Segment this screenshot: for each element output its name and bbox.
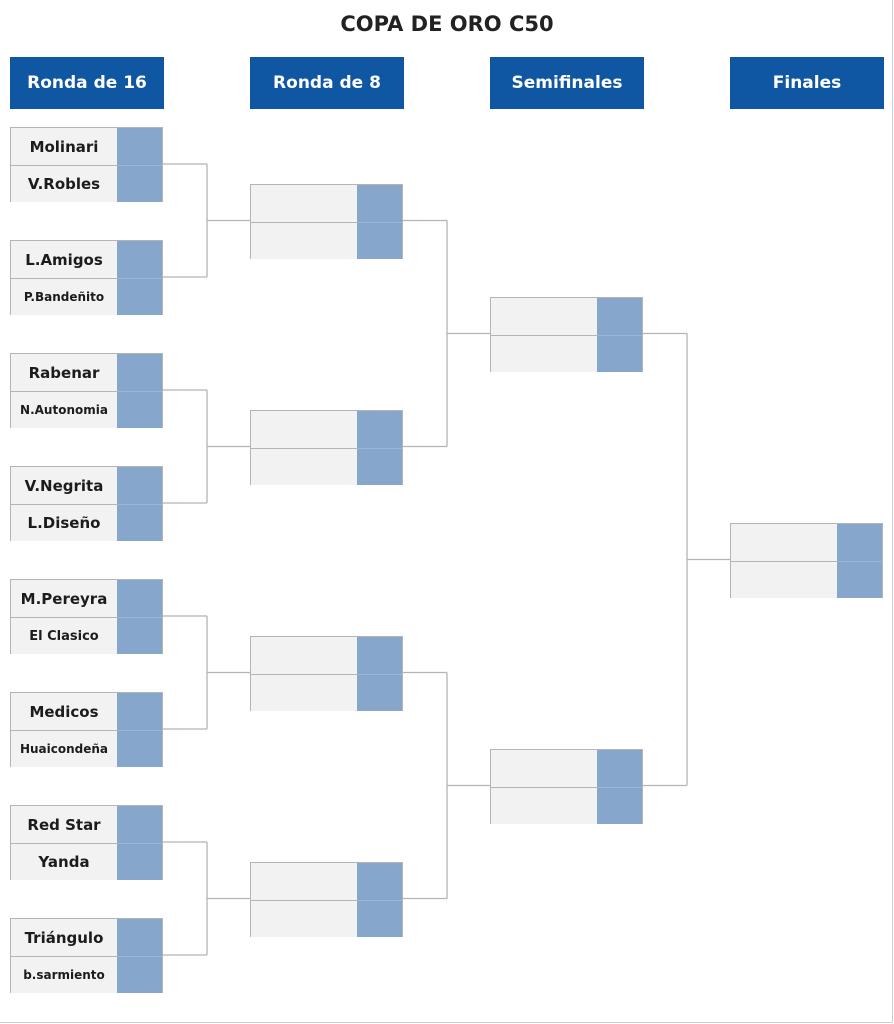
- team-slot: L.Diseño: [11, 504, 117, 541]
- score-box: [357, 410, 402, 448]
- page-title: COPA DE ORO C50: [340, 12, 554, 36]
- score-box: [597, 786, 642, 824]
- team-slot: Red Star: [11, 806, 117, 843]
- score-box: [357, 899, 402, 937]
- team-slot: V.Robles: [11, 165, 117, 202]
- match-r8-3: [250, 635, 403, 711]
- score-box: [117, 806, 162, 843]
- match-r8-2: [250, 409, 403, 485]
- team-slot: [251, 447, 357, 485]
- team-slot: [491, 786, 597, 824]
- team-slot: M.Pereyra: [11, 580, 117, 617]
- team-slot: V.Negrita: [11, 467, 117, 504]
- round-header-ronda-de-16: Ronda de 16: [10, 57, 164, 109]
- score-box: [357, 221, 402, 259]
- score-box: [117, 956, 162, 993]
- team-slot: [731, 523, 837, 561]
- team-slot: [491, 297, 597, 335]
- team-slot: L.Amigos: [11, 241, 117, 278]
- score-box: [357, 447, 402, 485]
- match-final-1: [730, 522, 883, 598]
- round-header-semifinales: Semifinales: [490, 57, 644, 109]
- team-slot: [491, 334, 597, 372]
- score-box: [117, 730, 162, 767]
- match-semi-1: [490, 296, 643, 372]
- team-slot: [731, 560, 837, 598]
- score-box: [117, 504, 162, 541]
- score-box: [357, 862, 402, 900]
- score-box: [117, 580, 162, 617]
- team-slot: Yanda: [11, 843, 117, 880]
- score-box: [117, 278, 162, 315]
- score-box: [117, 354, 162, 391]
- score-box: [597, 334, 642, 372]
- match-r8-1: [250, 183, 403, 259]
- team-slot: Huaicondeña: [11, 730, 117, 767]
- score-box: [117, 617, 162, 654]
- round-header-finales: Finales: [730, 57, 884, 109]
- team-slot: Rabenar: [11, 354, 117, 391]
- score-box: [117, 128, 162, 165]
- score-box: [117, 467, 162, 504]
- score-box: [357, 673, 402, 711]
- score-box: [117, 391, 162, 428]
- team-slot: [251, 410, 357, 448]
- round-header-ronda-de-8: Ronda de 8: [250, 57, 404, 109]
- team-slot: El Clasico: [11, 617, 117, 654]
- match-r8-4: [250, 861, 403, 937]
- score-box: [117, 843, 162, 880]
- score-box: [117, 693, 162, 730]
- team-slot: Medicos: [11, 693, 117, 730]
- score-box: [597, 297, 642, 335]
- team-slot: [251, 184, 357, 222]
- team-slot: [491, 749, 597, 787]
- score-box: [117, 241, 162, 278]
- team-slot: Molinari: [11, 128, 117, 165]
- team-slot: b.sarmiento: [11, 956, 117, 993]
- team-slot: N.Autonomia: [11, 391, 117, 428]
- match-semi-2: [490, 748, 643, 824]
- team-slot: [251, 899, 357, 937]
- team-slot: [251, 636, 357, 674]
- score-box: [837, 560, 882, 598]
- team-slot: [251, 221, 357, 259]
- score-box: [597, 749, 642, 787]
- score-box: [357, 184, 402, 222]
- score-box: [117, 165, 162, 202]
- score-box: [357, 636, 402, 674]
- team-slot: P.Bandeñito: [11, 278, 117, 315]
- score-box: [837, 523, 882, 561]
- team-slot: [251, 673, 357, 711]
- team-slot: [251, 862, 357, 900]
- team-slot: Triángulo: [11, 919, 117, 956]
- score-box: [117, 919, 162, 956]
